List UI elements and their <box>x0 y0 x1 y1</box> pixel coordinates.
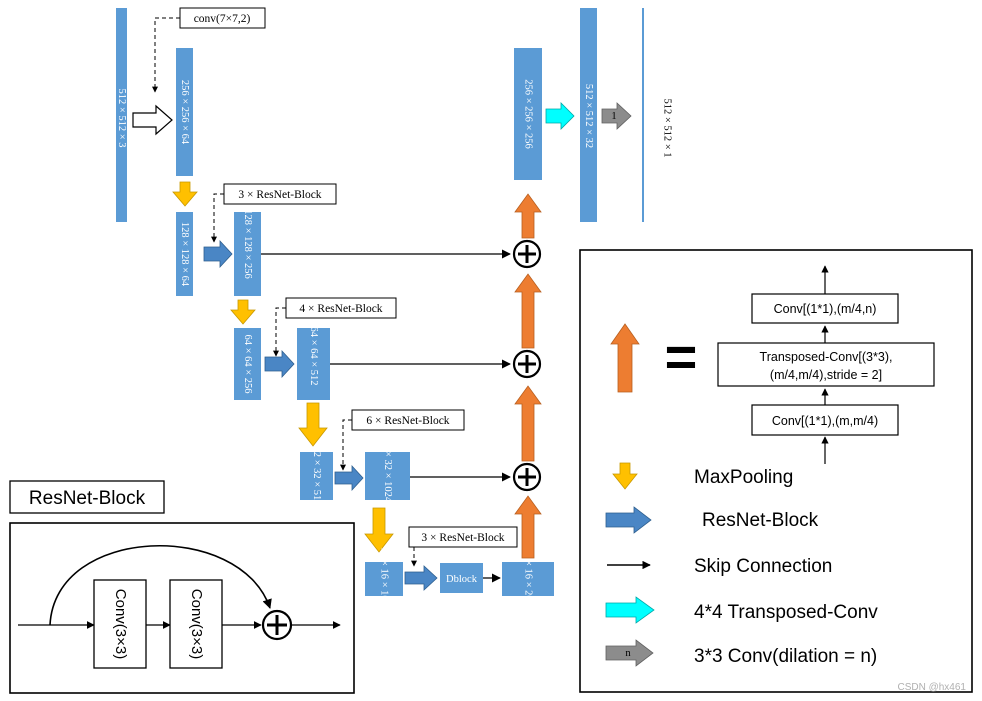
stage2-output-bar <box>297 328 330 400</box>
sum-node-2 <box>512 349 542 379</box>
legend-stack-bottom-box <box>751 404 899 436</box>
sum-node-1 <box>512 239 542 269</box>
maxpool-arrow-4 <box>364 507 394 553</box>
legend-upsample-arrow-icon <box>610 323 640 393</box>
resnet-block-conv2-label: Conv(3×3) <box>188 589 205 659</box>
stage2-pooled-bar <box>234 328 261 400</box>
legend-panel <box>579 249 973 693</box>
stage4-output-label: 16 × 16 × 2048 <box>523 547 534 611</box>
resnet-arrow-1 <box>203 239 233 269</box>
tconv-output-bar <box>580 8 597 222</box>
dilated-conv-label: 1 <box>611 111 616 122</box>
legend-stack-bottom-label: Conv[(1*1),(m,m/4) <box>772 414 878 428</box>
legend-stack-top-label: Conv[(1*1),(m/4,n) <box>774 302 877 316</box>
stem-conv-callout-label: conv(7×7,2) <box>194 13 251 25</box>
stem-conv-callout-leader <box>152 17 180 93</box>
decoder-output-label: 256 × 256 × 256 <box>523 79 534 149</box>
legend-skip-connection-label: Skip Connection <box>694 556 832 577</box>
stage2-callout-label: 4 × ResNet-Block <box>299 303 382 315</box>
watermark: CSDN @hx461 <box>897 682 966 693</box>
stage3-pooled-bar <box>300 452 333 500</box>
legend-resnet-block-label: ResNet-Block <box>702 510 819 531</box>
stage2-callout-leader <box>273 307 286 357</box>
stage2-output-label: 64 × 64 × 512 <box>308 326 319 385</box>
resnet-block-title: ResNet-Block <box>29 488 146 509</box>
stage4-output-bar <box>502 562 554 596</box>
resnet-block-conv2-box <box>169 579 223 669</box>
resnet-arrow-3 <box>334 464 364 492</box>
resnet-arrow-2 <box>264 349 295 379</box>
legend-stack-middle-label-2: (m/4,m/4),stride = 2] <box>770 368 882 382</box>
resnet-block-title-box <box>9 480 165 514</box>
stage1-pooled-bar <box>176 212 193 296</box>
resnet-arrow-4 <box>404 565 438 591</box>
stage4-callout-label: 3 × ResNet-Block <box>421 532 504 544</box>
maxpooling-arrow-icon <box>612 462 638 490</box>
legend-maxpooling-label: MaxPooling <box>694 467 793 488</box>
stage1-pooled-label: 128 × 128 × 64 <box>179 222 190 287</box>
dblock-label: Dblock <box>446 574 478 585</box>
upsample-arrow-2 <box>514 273 542 349</box>
stage3-output-bar <box>365 452 410 500</box>
dblock-box <box>440 563 483 593</box>
resnet-block-conv1-box <box>93 579 147 669</box>
resnet-block-arrow-icon <box>605 506 652 534</box>
dilated-conv-arrow-icon <box>605 639 654 667</box>
tconv-output-label: 512 × 512 × 32 <box>583 84 594 148</box>
upsample-arrow-1 <box>514 193 542 239</box>
stage1-callout-label: 3 × ResNet-Block <box>238 189 321 201</box>
legend-dilated-conv-label: 3*3 Conv(dilation = n) <box>694 646 877 667</box>
sum-node-3 <box>512 462 542 492</box>
transposed-conv-arrow <box>545 102 575 130</box>
stem-conv-hollow-arrow <box>132 104 173 136</box>
stage1-callout-leader <box>211 193 224 243</box>
maxpool-arrow-2 <box>230 299 256 325</box>
maxpool-arrow-1 <box>172 181 198 207</box>
stage3-callout-leader <box>340 419 352 471</box>
legend-equals-sign: = <box>665 325 698 388</box>
legend-transposed-conv-label: 4*4 Transposed-Conv <box>694 602 878 623</box>
resnet-block-conv1-label: Conv(3×3) <box>112 589 129 659</box>
legend-stack-middle-label-1: Transposed-Conv[(3*3), <box>760 350 893 364</box>
stage2-pooled-label: 64 × 64 × 256 <box>242 334 253 393</box>
resnet-block-sum-node <box>261 609 293 641</box>
stage3-pooled-label: 32 × 32 × 512 <box>311 446 322 505</box>
legend-stack-middle-box <box>717 342 935 387</box>
resnet-block-shortcut-arc <box>49 545 272 626</box>
stem-output-label: 256 × 256 × 64 <box>179 80 190 145</box>
maxpool-arrow-3 <box>298 402 328 447</box>
stage4-pooled-label: 16 × 16 × 1024 <box>379 547 390 612</box>
stage4-callout-box <box>408 526 518 548</box>
legend-dilated-conv-icon-text: n <box>625 648 631 659</box>
decoder-output-bar <box>514 48 542 180</box>
transposed-conv-arrow-icon <box>605 596 655 624</box>
input-feature-bar <box>116 8 127 222</box>
stage1-output-bar <box>234 212 261 296</box>
stem-output-bar <box>176 48 193 176</box>
dilated-conv-arrow <box>601 102 632 130</box>
stage3-callout-label: 6 × ResNet-Block <box>366 415 449 427</box>
stage1-output-label: 128 × 128 × 256 <box>242 209 253 279</box>
input-feature-label: 512 × 512 × 3 <box>116 88 127 147</box>
upsample-arrow-3 <box>514 385 542 462</box>
upsample-arrow-4 <box>514 495 542 559</box>
stage3-output-label: 32 × 32 × 1024 <box>382 438 393 503</box>
legend-stack-top-box <box>751 293 899 324</box>
stage4-pooled-bar <box>365 562 403 596</box>
final-output-label: 512 × 512 × 1 <box>662 98 673 157</box>
